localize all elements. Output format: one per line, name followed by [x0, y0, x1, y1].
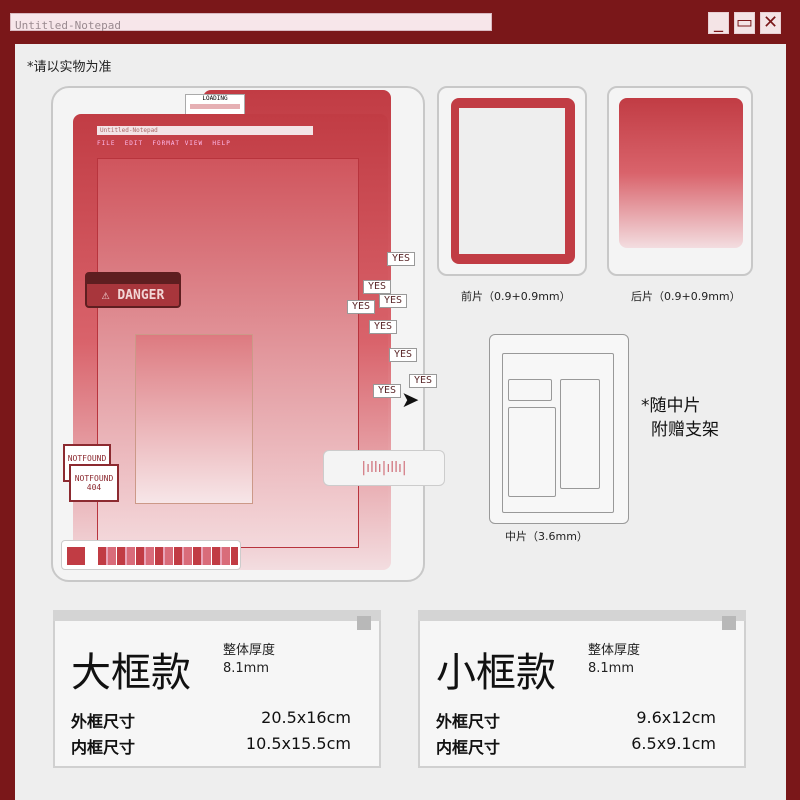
- danger-sticker: ⚠ DANGER: [85, 272, 181, 308]
- front-piece-image: [437, 86, 587, 276]
- window-title: Untitled-Notepad: [15, 19, 121, 32]
- spec-title: 小框款: [436, 650, 556, 696]
- color-palette: [61, 540, 241, 570]
- palette-swatches: [98, 547, 238, 565]
- yes-popup: YES: [379, 294, 408, 308]
- spec-title: 大框款: [71, 650, 191, 696]
- front-piece-caption: 前片（0.9+0.9mm）: [461, 290, 571, 303]
- yes-popup: YES: [363, 280, 392, 294]
- close-icon[interactable]: ✕: [760, 12, 781, 34]
- yes-popup: YES: [369, 320, 398, 334]
- photo-slot: [135, 334, 253, 504]
- waveform-icon: |ıllı|ıllı|: [323, 450, 445, 486]
- loading-box: LOADING: [185, 94, 245, 116]
- inner-title: Untitled-Notepad: [97, 126, 313, 135]
- palette-swatch: [67, 547, 85, 565]
- yes-popup: YES: [387, 252, 416, 266]
- yes-popup: YES: [409, 374, 438, 388]
- yes-popup: YES: [389, 348, 418, 362]
- minimize-icon[interactable]: _: [708, 12, 729, 34]
- middle-piece-caption: 中片（3.6mm）: [505, 530, 588, 543]
- cursor-icon: ➤: [401, 388, 420, 413]
- back-piece-caption: 后片（0.9+0.9mm）: [631, 290, 741, 303]
- inner-menu: FILE EDIT FORMAT VIEW HELP: [97, 140, 231, 147]
- stand-note: *随中片附赠支架: [641, 396, 719, 440]
- yes-popup: YES: [373, 384, 402, 398]
- content-area: *请以实物为准 LOADING Untitled-Notepad FILE ED…: [15, 44, 786, 800]
- main-window-layer: Untitled-Notepad FILE EDIT FORMAT VIEW H…: [73, 114, 388, 570]
- maximize-icon[interactable]: ▭: [734, 12, 755, 34]
- yes-popup: YES: [347, 300, 376, 314]
- back-piece-image: [607, 86, 753, 276]
- large-frame-product-image: LOADING Untitled-Notepad FILE EDIT FORMA…: [51, 86, 445, 582]
- middle-piece-diagram: [489, 334, 629, 524]
- window-title-bar: Untitled-Notepad: [10, 13, 492, 32]
- disclaimer-note: *请以实物为准: [27, 60, 112, 75]
